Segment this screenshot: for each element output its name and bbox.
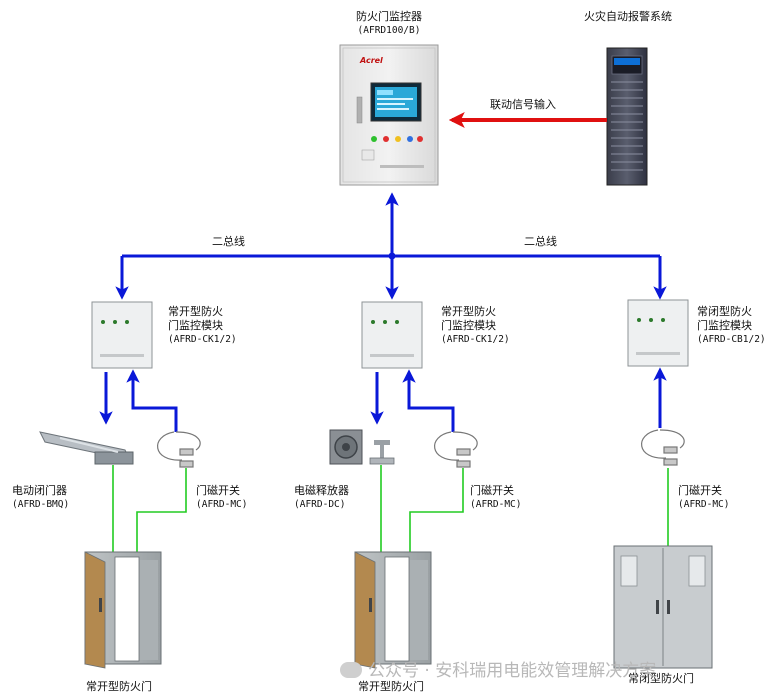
module-box-1 (91, 301, 153, 369)
closer-label: 电动闭门器 (AFRD-BMQ) (12, 484, 69, 512)
magnetic-switch-3 (640, 429, 685, 466)
module-3-line1: 常闭型防火 (697, 305, 752, 318)
release-label: 电磁释放器 (AFRD-DC) (294, 484, 349, 512)
switch-label-3: 门磁开关 (AFRD-MC) (678, 484, 729, 512)
controller-model: (AFRD100/B) (357, 25, 421, 36)
release-title: 电磁释放器 (294, 484, 349, 497)
fire-door-open-2 (354, 551, 432, 669)
module-label-2: 常开型防火 门监控模块 (AFRD-CK1/2) (441, 305, 510, 347)
switch-3-model: (AFRD-MC) (678, 499, 730, 510)
switch-label-2: 门磁开关 (AFRD-MC) (470, 484, 521, 512)
fire-door-controller-cabinet: Acrel (339, 44, 439, 186)
fire-alarm-system-rack (606, 47, 648, 186)
magnetic-switch-2 (433, 431, 478, 468)
controller-title-text: 防火门监控器 (356, 10, 422, 23)
watermark: 公众号 · 安科瑞用电能效管理解决方案 (340, 656, 656, 681)
door-label-3: 常闭型防火门 (628, 672, 694, 685)
fire-door-closed (613, 545, 713, 669)
bus-junction (388, 252, 396, 260)
switch-2-title: 门磁开关 (470, 484, 514, 497)
module-label-1: 常开型防火 门监控模块 (AFRD-CK1/2) (168, 305, 237, 347)
module-2-line2: 门监控模块 (441, 319, 496, 332)
module-1-line2: 门监控模块 (168, 319, 223, 332)
module-box-2 (361, 301, 423, 369)
fire-alarm-title: 火灾自动报警系统 (584, 10, 672, 23)
electromagnetic-release (329, 429, 395, 465)
module-2-line1: 常开型防火 (441, 305, 496, 318)
switch-1-title: 门磁开关 (196, 484, 240, 497)
module-3-model: (AFRD-CB1/2) (697, 334, 766, 345)
module-3-line2: 门监控模块 (697, 319, 752, 332)
switch-2-model: (AFRD-MC) (470, 499, 522, 510)
module-label-3: 常闭型防火 门监控模块 (AFRD-CB1/2) (697, 305, 766, 347)
closer-model: (AFRD-BMQ) (12, 499, 70, 510)
door-label-1: 常开型防火门 (86, 680, 152, 693)
door-label-2: 常开型防火门 (358, 680, 424, 693)
switch-label-1: 门磁开关 (AFRD-MC) (196, 484, 247, 512)
fire-door-open-1 (84, 551, 162, 669)
magnetic-switch-1 (156, 431, 201, 468)
module-2-model: (AFRD-CK1/2) (441, 334, 510, 345)
bus-label-right: 二总线 (524, 235, 557, 248)
module-1-model: (AFRD-CK1/2) (168, 334, 237, 345)
controller-title: 防火门监控器 (AFRD100/B) (341, 10, 437, 38)
module-box-3 (627, 299, 689, 367)
electric-door-closer (39, 431, 134, 465)
wechat-icon (340, 662, 362, 678)
release-model: (AFRD-DC) (294, 499, 346, 510)
watermark-text: 公众号 · 安科瑞用电能效管理解决方案 (368, 661, 657, 681)
link-signal-label: 联动信号输入 (490, 98, 556, 111)
switch-1-model: (AFRD-MC) (196, 499, 248, 510)
module-1-line1: 常开型防火 (168, 305, 223, 318)
brand-logo: Acrel (359, 56, 383, 65)
door-wires (112, 465, 669, 555)
bus-label-left: 二总线 (212, 235, 245, 248)
switch-3-title: 门磁开关 (678, 484, 722, 497)
closer-title: 电动闭门器 (12, 484, 67, 497)
